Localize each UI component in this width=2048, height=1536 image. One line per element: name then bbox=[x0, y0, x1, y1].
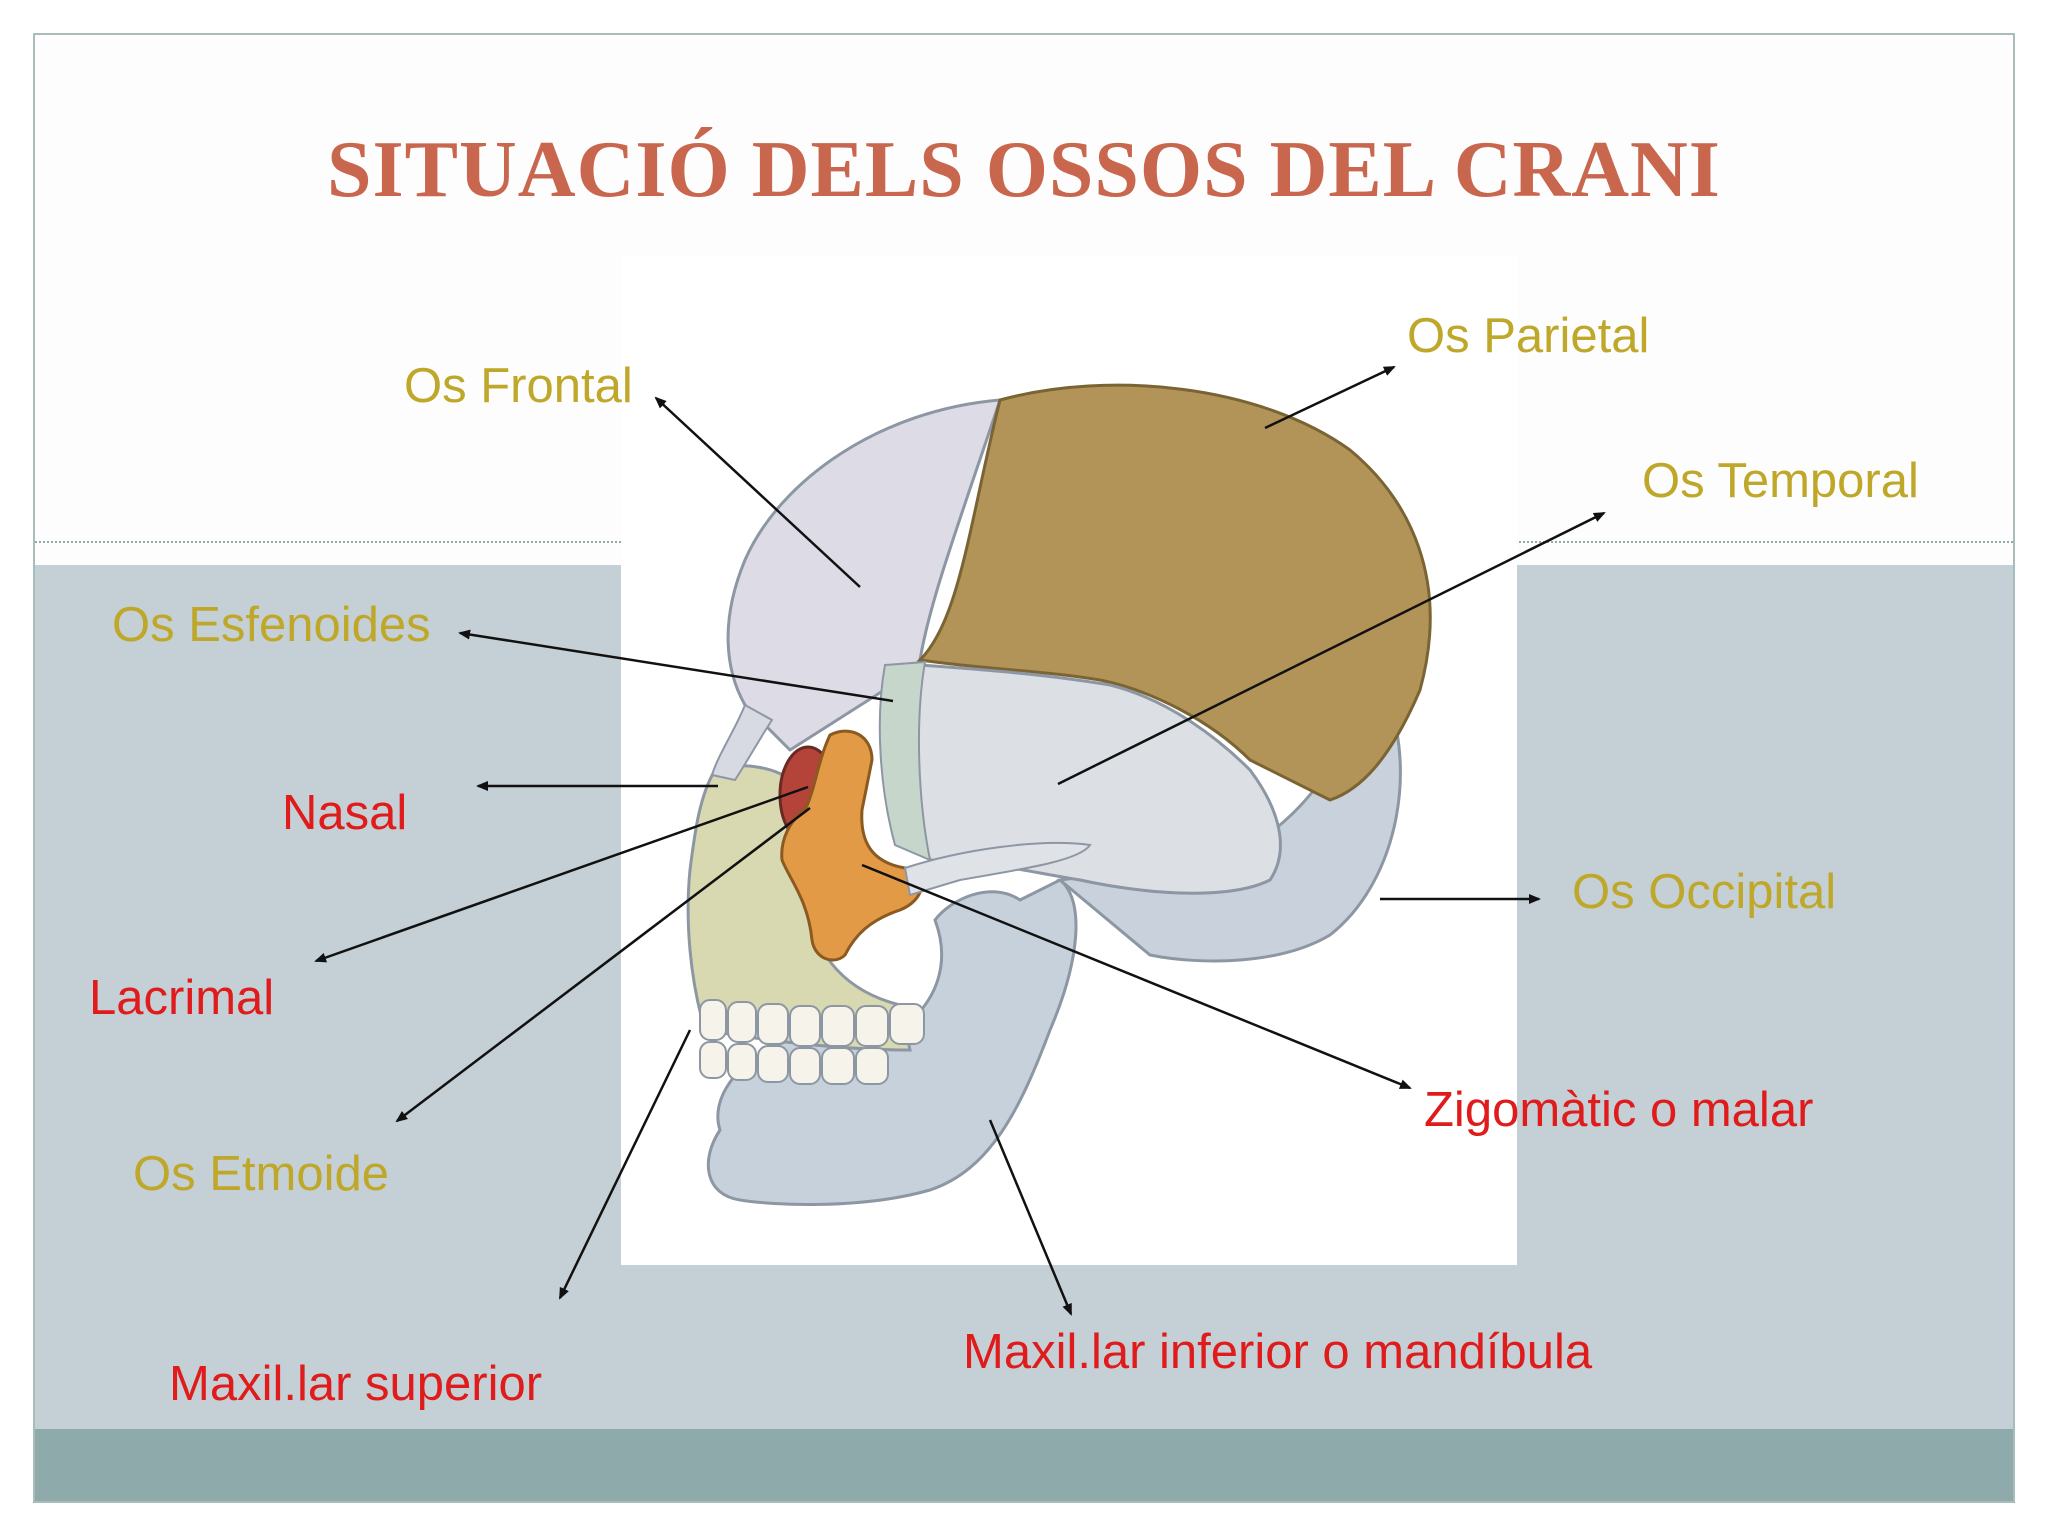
arrow-etmoide bbox=[395, 807, 811, 1123]
label-os-temporal: Os Temporal bbox=[1642, 454, 1919, 508]
arrow-lacrimal bbox=[314, 785, 809, 963]
label-maxilar-inferior: Maxil.lar inferior o mandíbula bbox=[963, 1325, 1593, 1379]
label-os-esfenoides: Os Esfenoides bbox=[112, 598, 431, 652]
footer-bar bbox=[35, 1429, 2013, 1501]
parietal-bone bbox=[916, 383, 1432, 802]
arrow-frontal bbox=[654, 396, 861, 588]
label-nasal: Nasal bbox=[282, 786, 408, 840]
label-os-parietal: Os Parietal bbox=[1407, 309, 1650, 363]
slide-title: SITUACIÓ DELS OSSOS DEL CRANI bbox=[327, 126, 1721, 214]
frontal-bone bbox=[726, 398, 1003, 752]
label-lacrimal: Lacrimal bbox=[89, 971, 275, 1025]
arrow-maxilar-inferior bbox=[988, 1119, 1073, 1316]
zygomatic-arch bbox=[903, 841, 1092, 897]
label-os-etmoide: Os Etmoide bbox=[133, 1147, 389, 1201]
nasal-bone bbox=[710, 703, 774, 782]
arrows bbox=[314, 365, 1606, 1316]
arrow-zigomatic bbox=[861, 863, 1412, 1090]
zygomatic-bone bbox=[780, 729, 923, 962]
label-maxilar-superior: Maxil.lar superior bbox=[169, 1357, 543, 1411]
arrow-esfenoides bbox=[458, 629, 894, 703]
arrow-temporal bbox=[1057, 511, 1606, 786]
label-zigomatic: Zigomàtic o malar bbox=[1424, 1083, 1814, 1137]
label-os-frontal: Os Frontal bbox=[404, 359, 633, 413]
arrow-parietal bbox=[1264, 365, 1396, 430]
teeth bbox=[699, 999, 925, 1085]
label-os-occipital: Os Occipital bbox=[1572, 865, 1837, 919]
arrow-maxilar-superior bbox=[558, 1029, 692, 1300]
